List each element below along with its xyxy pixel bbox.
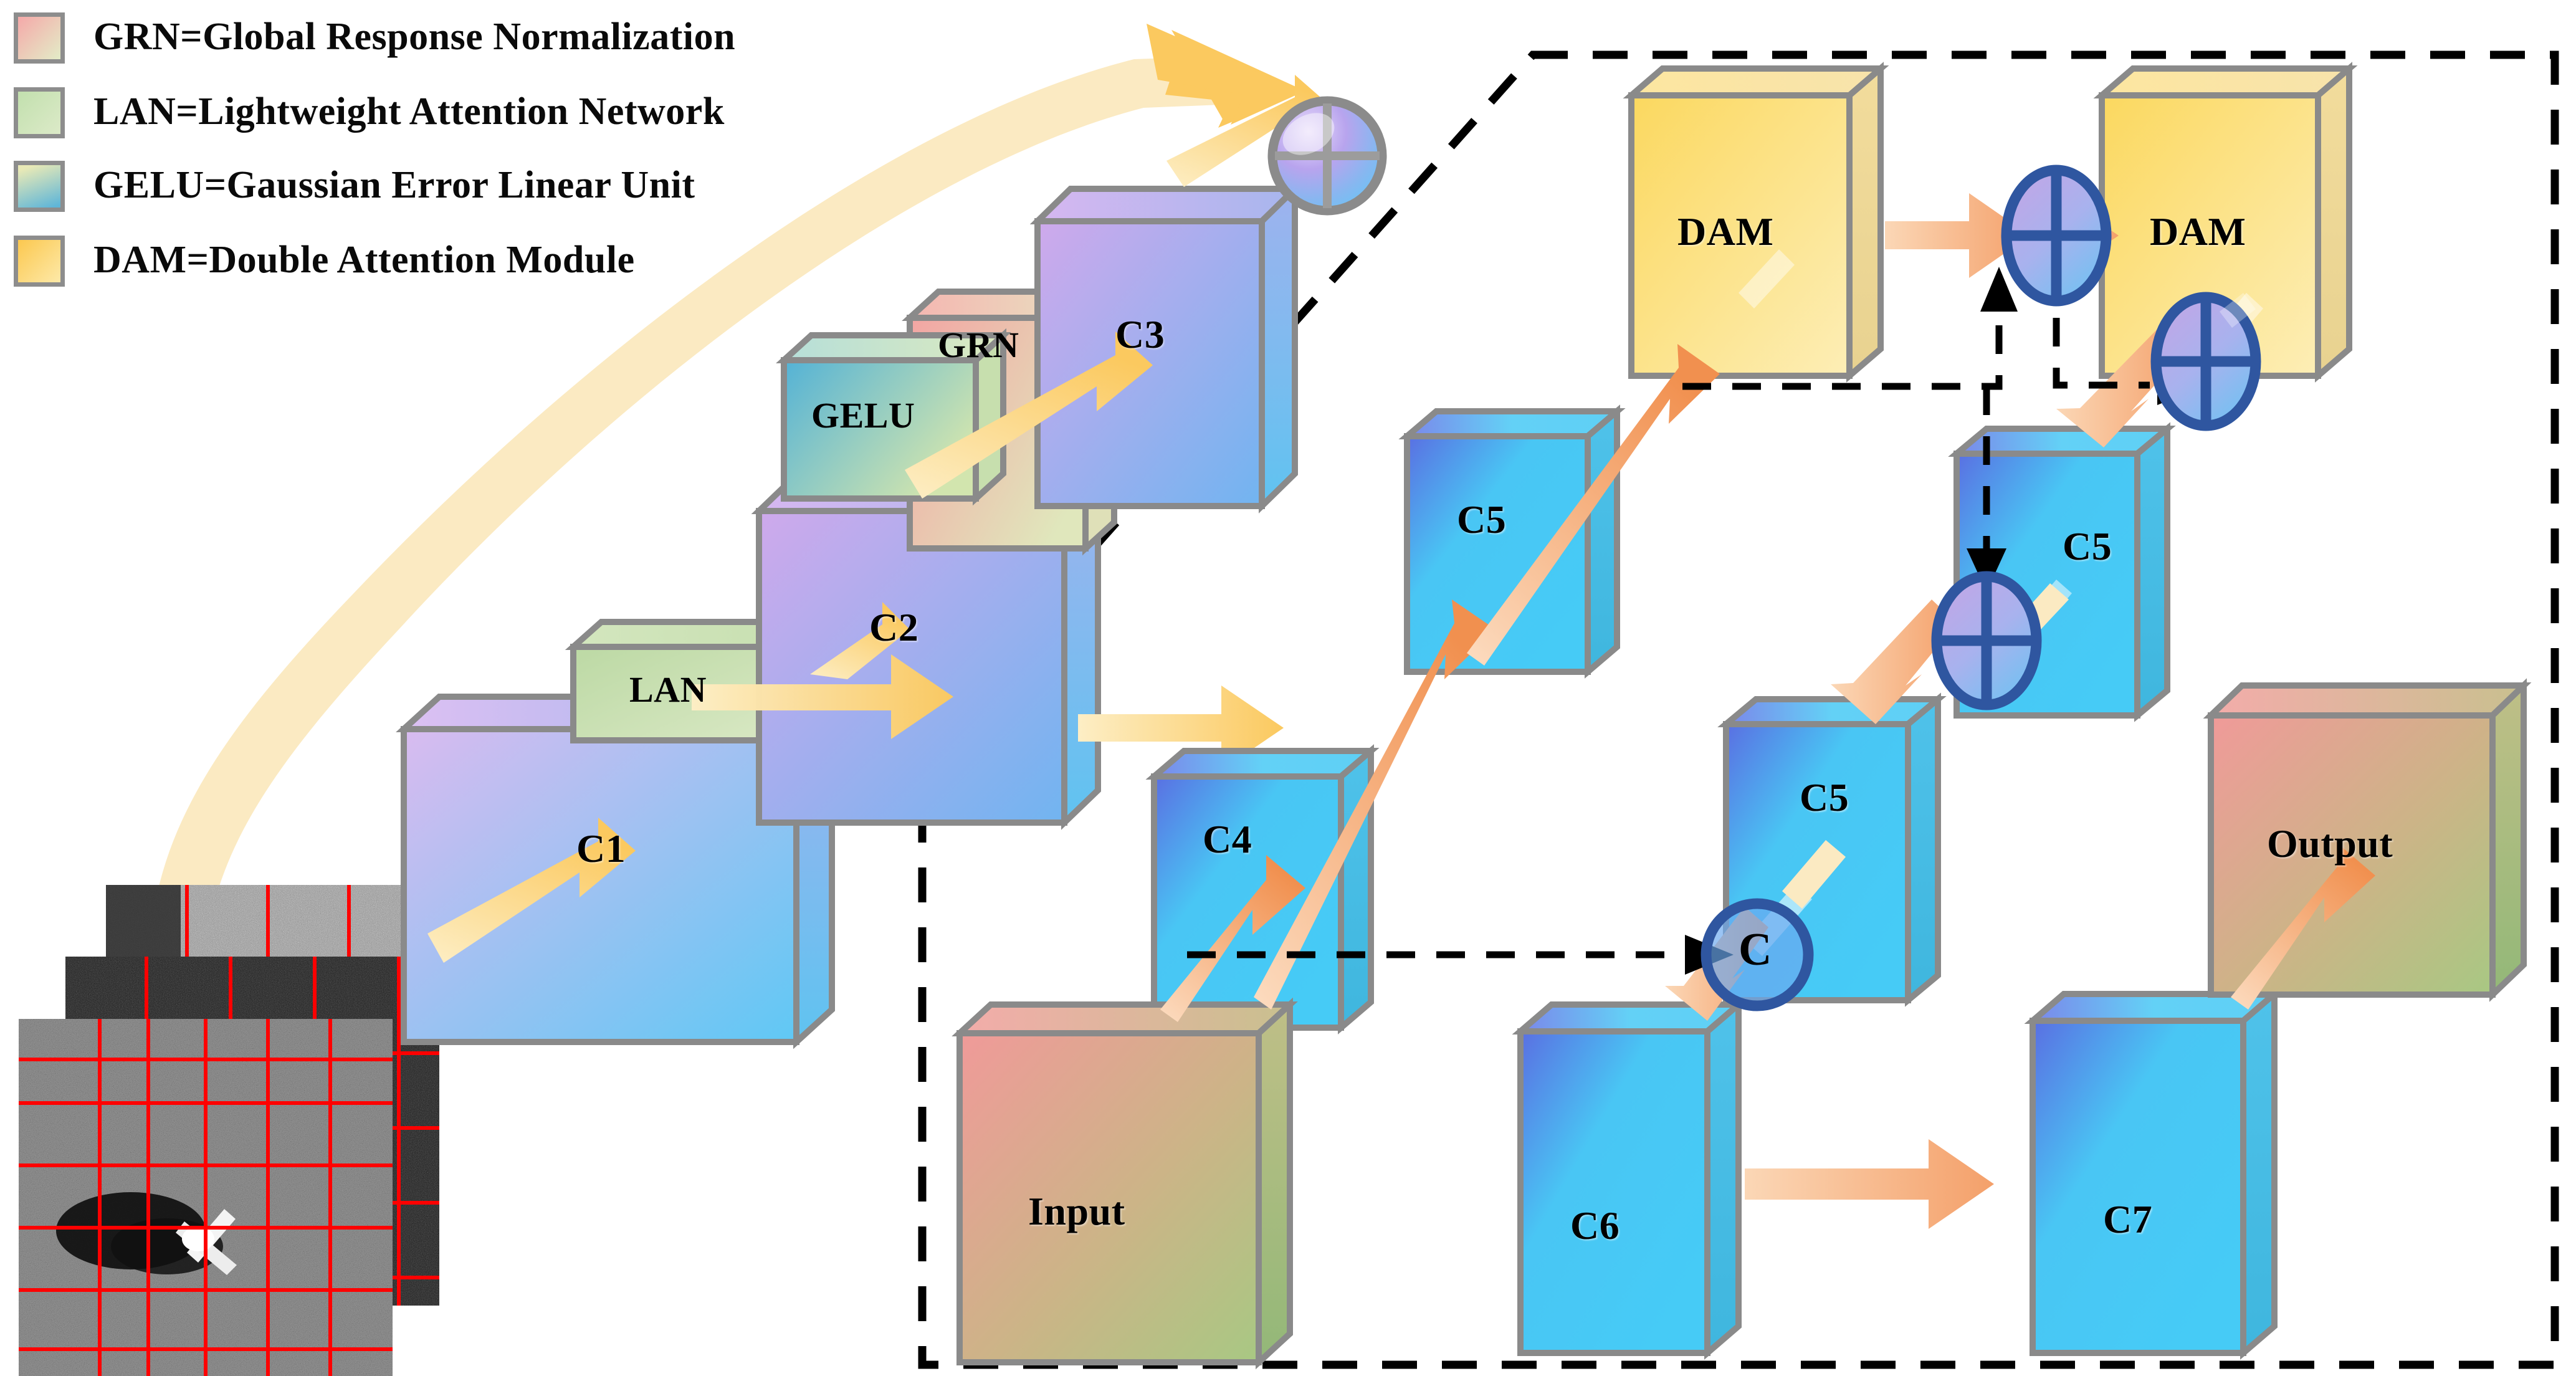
legend-swatch-dam bbox=[14, 236, 65, 287]
block-input bbox=[952, 997, 1298, 1370]
arrow-dam1-to-sum1 bbox=[1885, 193, 2030, 278]
arrow-sum3-to-c5c bbox=[1831, 600, 1957, 724]
block-c6 bbox=[1512, 998, 1747, 1360]
highlight-streak-c5c bbox=[1782, 840, 1846, 909]
sonar-image-stack bbox=[19, 885, 439, 1376]
arrow-c4-to-c5a bbox=[1254, 600, 1496, 1010]
arrow-c6-to-c7 bbox=[1745, 1139, 1994, 1229]
block-label-c2: C2 bbox=[869, 605, 919, 649]
block-label-c4: C4 bbox=[1203, 817, 1252, 861]
block-c5-a bbox=[1398, 404, 1626, 679]
operator-sum-sphere bbox=[1267, 96, 1387, 216]
block-label-input: Input bbox=[1028, 1189, 1125, 1233]
legend-swatch-grn bbox=[14, 12, 65, 64]
block-label-dam-1: DAM bbox=[1677, 209, 1774, 254]
arrow-input-to-c1 bbox=[427, 818, 636, 963]
arrow-c7-to-output bbox=[2231, 843, 2375, 1010]
operator-sum-2 bbox=[2150, 292, 2261, 431]
block-label-output: Output bbox=[2267, 821, 2393, 866]
arrow-c3-to-sphere bbox=[1166, 75, 1330, 187]
block-label-c7: C7 bbox=[2103, 1197, 2153, 1241]
operator-sum-3 bbox=[1931, 571, 2042, 710]
block-label-lan: LAN bbox=[629, 669, 707, 710]
block-label-c5-b: C5 bbox=[2063, 524, 2112, 568]
legend-label-gelu: GELU=Gaussian Error Linear Unit bbox=[93, 164, 695, 206]
block-label-gelu: GELU bbox=[811, 395, 915, 436]
block-label-dam-2: DAM bbox=[2150, 209, 2246, 254]
block-c3 bbox=[1029, 181, 1303, 514]
arrow-c1-to-c2 bbox=[692, 602, 953, 739]
block-dam-1 bbox=[1623, 62, 1889, 383]
operator-concat bbox=[1701, 898, 1814, 1011]
block-c7 bbox=[2024, 987, 2283, 1360]
arrow-c2-to-c3 bbox=[905, 332, 1153, 499]
block-label-grn: GRN bbox=[938, 325, 1019, 365]
operator-sum-1 bbox=[2001, 165, 2112, 307]
block-label-c3: C3 bbox=[1115, 312, 1165, 356]
legend-label-grn: GRN=Global Response Normalization bbox=[93, 16, 736, 58]
operator-concat-label: C bbox=[1739, 924, 1772, 975]
block-output bbox=[2203, 678, 2532, 1002]
legend-label-dam: DAM=Double Attention Module bbox=[93, 239, 635, 281]
block-label-c1: C1 bbox=[576, 826, 626, 871]
block-label-c6: C6 bbox=[1570, 1203, 1620, 1248]
ribbon-arrowhead-icon bbox=[1147, 24, 1302, 125]
arrow-input-to-c4 bbox=[1160, 855, 1305, 1022]
dashed-skip-lines bbox=[1187, 268, 2150, 958]
legend-swatch-gelu bbox=[14, 161, 65, 212]
arrow-c5a-to-dam1 bbox=[1467, 344, 1720, 666]
block-label-c5-c: C5 bbox=[1800, 775, 1849, 819]
legend-swatch-lan bbox=[14, 87, 65, 138]
legend-label-lan: LAN=Lightweight Attention Network bbox=[93, 90, 725, 133]
block-label-c5-a: C5 bbox=[1457, 497, 1507, 542]
